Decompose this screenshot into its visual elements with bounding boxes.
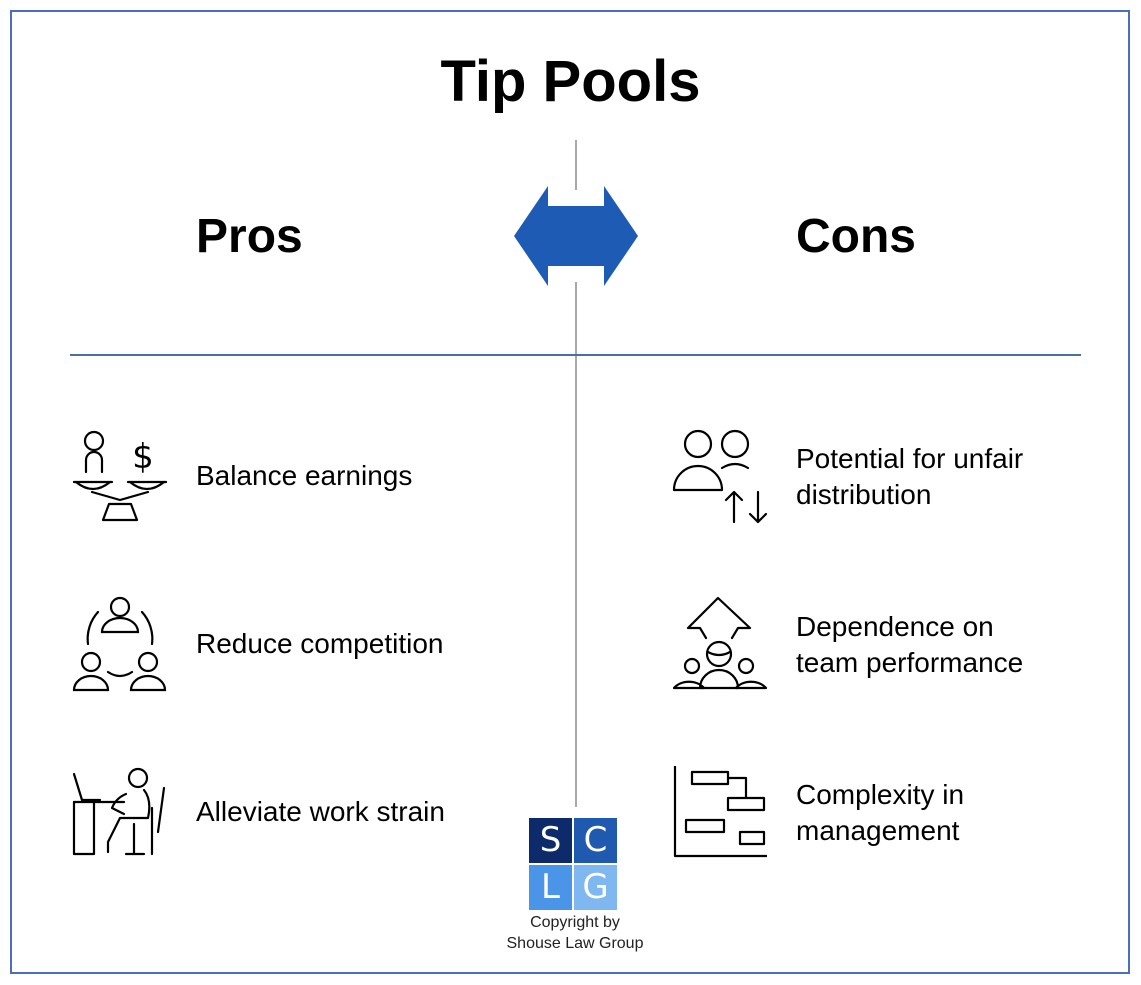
diagram-title: Tip Pools	[440, 49, 701, 114]
sclg-logo: S C L G	[529, 818, 617, 910]
copyright-line: Shouse Law Group	[506, 935, 644, 952]
flowchart-icon	[673, 766, 767, 858]
diagram-frame	[10, 10, 1130, 974]
pros-item-label: Balance earnings	[196, 460, 413, 491]
cons-item-line: Potential for unfair	[796, 443, 1024, 474]
team-growth-arrow-icon	[672, 596, 768, 690]
cons-item-line: Complexity in	[796, 779, 965, 810]
svg-text:$: $	[132, 437, 154, 477]
center-line-top	[575, 140, 577, 190]
cons-item-line: team performance	[796, 647, 1024, 678]
team-circle-icon	[72, 596, 167, 692]
cons-heading: Cons	[796, 210, 916, 263]
logo-letter: G	[574, 865, 617, 910]
person-at-desk-icon	[72, 767, 166, 856]
copyright-line: Copyright by	[530, 914, 620, 931]
pros-item-label: Alleviate work strain	[196, 796, 445, 827]
copyright-text: Copyright by Shouse Law Group	[470, 912, 680, 954]
pros-heading: Pros	[196, 210, 303, 263]
logo-letter: L	[529, 865, 572, 910]
logo-letter: S	[529, 818, 572, 863]
center-line-bottom	[575, 282, 577, 807]
pros-item-label: Reduce competition	[196, 628, 444, 659]
double-arrow-icon	[514, 186, 638, 286]
horizontal-divider	[70, 354, 1081, 356]
cons-item-line: Dependence on	[796, 611, 994, 642]
cons-item-label: Potential for unfair distribution	[796, 441, 1023, 513]
cons-item-line: management	[796, 815, 960, 846]
two-people-arrows-icon	[672, 429, 768, 524]
logo-letter: C	[574, 818, 617, 863]
cons-item-line: distribution	[796, 479, 932, 510]
cons-item-label: Complexity in management	[796, 777, 964, 849]
balance-scale-person-dollar-icon: $	[72, 430, 168, 522]
cons-item-label: Dependence on team performance	[796, 609, 1023, 681]
